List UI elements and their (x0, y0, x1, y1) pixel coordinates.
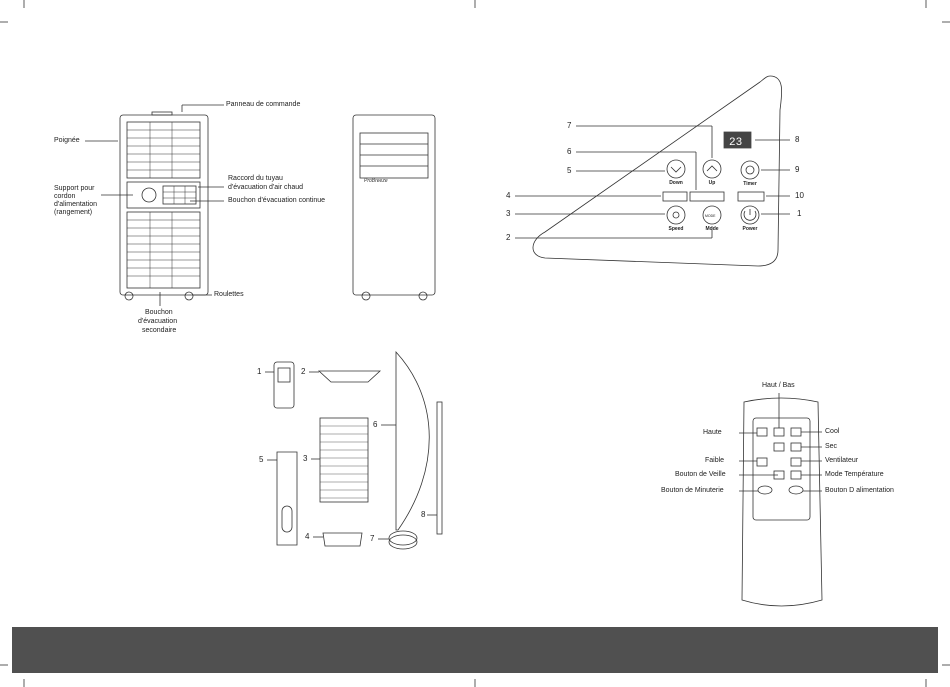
mode-glyph: MODE (705, 214, 716, 218)
part-7: 7 (370, 534, 375, 543)
callout-8: 8 (795, 135, 800, 144)
label-secondary-drain-3: secondaire (142, 327, 177, 334)
remote-label-mode-temp: Mode Température (825, 471, 884, 478)
callout-6: 6 (567, 147, 572, 156)
unit-back-illustration (352, 114, 436, 301)
label-control-panel: Panneau de commande (226, 101, 301, 108)
callout-9: 9 (795, 165, 800, 174)
callout-2: 2 (506, 233, 511, 242)
part-1: 1 (257, 367, 262, 376)
label-hot-air-1: Raccord du tuyau (228, 175, 283, 182)
label-handle: Poignée (54, 137, 80, 144)
remote-label-faible: Faible (705, 457, 725, 464)
button-timer-label: Timer (743, 181, 757, 187)
brand-mark: ProBreeze (364, 178, 388, 184)
control-panel-outline (532, 75, 783, 267)
remote-label-veille: Bouton de Veille (675, 471, 726, 478)
remote-label-sec: Sec (825, 443, 838, 450)
button-mode-label: Mode (705, 226, 719, 232)
footer-bar (12, 627, 938, 673)
callout-3: 3 (506, 209, 511, 218)
label-wheels: Roulettes (214, 291, 244, 298)
button-power-label: Power (742, 226, 758, 232)
part-3: 3 (303, 454, 308, 463)
button-speed-label: Speed (668, 226, 684, 232)
callout-10: 10 (795, 191, 804, 200)
button-up-label: Up (708, 180, 716, 186)
display-digits: 23 (729, 137, 742, 149)
part-8: 8 (421, 510, 426, 519)
callout-4: 4 (506, 191, 511, 200)
button-down-label: Down (669, 180, 683, 186)
label-secondary-drain-1: Bouchon (145, 309, 173, 316)
callout-1: 1 (797, 209, 802, 218)
label-hot-air-2: d'évacuation d'air chaud (228, 184, 304, 191)
label-cord-support-3: d'alimentation (54, 201, 97, 208)
label-continuous-drain: Bouchon d'évacuation continue (228, 197, 326, 204)
label-cord-support-2: cordon (54, 193, 76, 200)
part-6: 6 (373, 420, 378, 429)
remote-illustration (739, 393, 823, 607)
accessories-illustration (265, 350, 443, 550)
label-secondary-drain-2: d'évacuation (138, 318, 178, 325)
label-cord-support-1: Support pour (54, 185, 95, 192)
label-cord-support-4: (rangement) (54, 209, 93, 216)
part-4: 4 (305, 532, 310, 541)
callout-7: 7 (567, 121, 572, 130)
remote-label-minuterie: Bouton de Minuterie (661, 487, 724, 494)
remote-label-haute: Haute (703, 429, 722, 436)
unit-front-illustration (119, 111, 209, 301)
remote-label-top: Haut / Bas (762, 382, 795, 389)
part-5: 5 (259, 455, 264, 464)
callout-5: 5 (567, 166, 572, 175)
remote-label-cool: Cool (825, 428, 840, 435)
remote-label-ventilateur: Ventilateur (825, 457, 859, 464)
part-2: 2 (301, 367, 306, 376)
remote-label-alimentation: Bouton D alimentation (825, 487, 894, 494)
